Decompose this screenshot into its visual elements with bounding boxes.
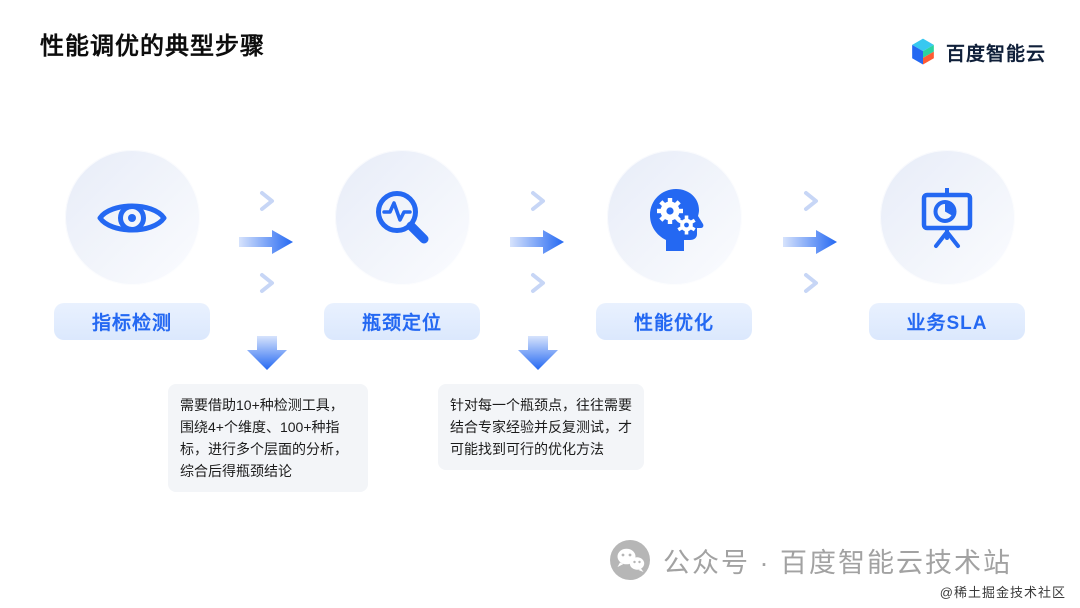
step-business-sla: 业务SLA (869, 150, 1025, 340)
chevron-right-icon (260, 191, 274, 211)
step-label-pill: 瓶颈定位 (324, 303, 480, 340)
step-metric-detection: 指标检测 (54, 150, 210, 340)
down-arrow-icon (247, 336, 287, 370)
connector-1 (232, 190, 302, 294)
step-performance-optimization: 性能优化 (596, 150, 752, 340)
arrow-right-icon (510, 230, 564, 254)
step-label-pill: 指标检测 (54, 303, 210, 340)
credit-text: @稀土掘金技术社区 (939, 585, 1066, 600)
note-bottleneck-location: 针对每一个瓶颈点，往往需要结合专家经验并反复测试，才可能找到可行的优化方法 (438, 384, 644, 470)
chevron-right-icon (531, 191, 545, 211)
chevron-right-icon (531, 273, 545, 293)
chevron-right-icon (804, 273, 818, 293)
step-icon-circle (334, 150, 470, 285)
down-arrow-icon (518, 336, 558, 370)
step-icon-circle (879, 150, 1015, 285)
connector-3 (776, 190, 846, 294)
step-label-pill: 性能优化 (596, 303, 752, 340)
arrow-right-icon (239, 230, 293, 254)
baidu-cloud-logo-icon (912, 38, 934, 65)
watermark-text: 公众号 · 百度智能云技术站 (663, 547, 1012, 578)
step-icon-circle (64, 150, 200, 285)
step-label-pill: 业务SLA (869, 303, 1025, 340)
step-icon-circle (606, 150, 742, 285)
wechat-icon (610, 540, 650, 580)
presentation-pie-icon (921, 187, 973, 248)
note-metric-detection: 需要借助10+种检测工具，围绕4+个维度、100+种指标，进行多个层面的分析，综… (168, 384, 368, 492)
head-gears-icon (650, 188, 704, 251)
chevron-right-icon (260, 273, 274, 293)
step-bottleneck-location: 瓶颈定位 (324, 150, 480, 340)
watermark: 公众号 · 百度智能云技术站 (610, 540, 1012, 580)
arrow-right-icon (783, 230, 837, 254)
connector-2 (503, 190, 573, 294)
page-title: 性能调优的典型步骤 (40, 33, 265, 60)
chevron-right-icon (804, 191, 818, 211)
eye-icon (97, 203, 167, 232)
magnifier-pulse-icon (376, 190, 429, 243)
brand-logo: 百度智能云 (908, 36, 1046, 68)
brand-name: 百度智能云 (945, 43, 1046, 65)
